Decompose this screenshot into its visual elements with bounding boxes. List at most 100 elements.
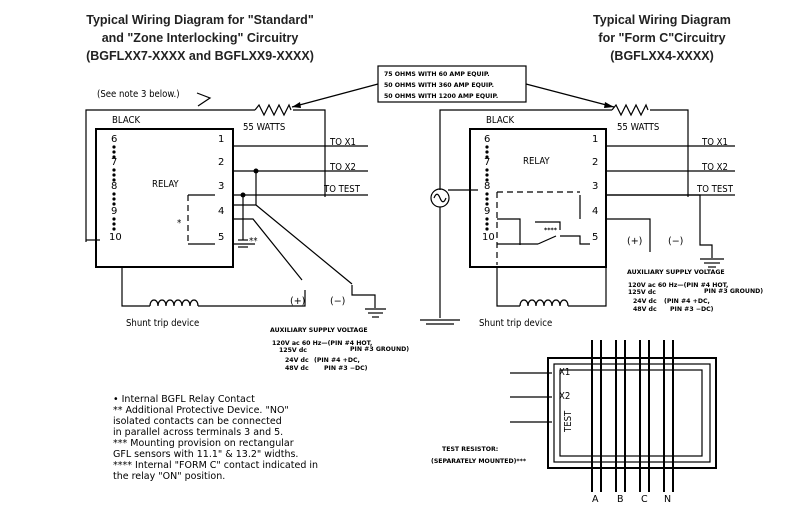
footnotes: • Internal BGFL Relay Contact ** Additio… — [113, 394, 318, 482]
right-aux-pin-2: (PIN #4 +DC, — [664, 298, 710, 305]
right-shunt-label: Shunt trip device — [479, 318, 552, 329]
phase-a-label: A — [592, 494, 599, 505]
left-diagram: (See note 3 below.) 55 WATTS BLACK RELAY… — [85, 89, 409, 372]
right-title-line-2: for "Form C"Circuitry — [598, 31, 725, 45]
left-title: Typical Wiring Diagram for "Standard" an… — [86, 13, 314, 63]
right-four-star-marker: **** — [544, 227, 558, 234]
right-aux-pin-1: PIN #3 GROUND) — [704, 288, 763, 295]
right-pin-10: 10 — [482, 232, 495, 243]
right-aux-line-4: 48V dc — [633, 306, 657, 313]
left-aux-pin-3: PIN #3 −DC) — [324, 365, 368, 372]
right-to-x1-label: TO X1 — [701, 137, 728, 148]
phase-b-label: B — [617, 494, 624, 505]
right-to-test-label: TO TEST — [696, 184, 734, 195]
left-aux-title: AUXILIARY SUPPLY VOLTAGE — [270, 327, 368, 334]
left-star-marker: * — [177, 218, 182, 229]
right-title-line-3: (BGFLXX4-XXXX) — [610, 49, 714, 63]
left-shunt-coil-icon — [149, 299, 199, 307]
phase-c-label: C — [641, 494, 648, 505]
note-7: **** Internal "FORM C" contact indicated… — [113, 460, 318, 471]
left-pin-3: 3 — [218, 181, 224, 192]
test-resistor-line-1: TEST RESISTOR: — [442, 446, 498, 453]
right-to-x2-label: TO X2 — [701, 162, 728, 173]
left-minus-label: (−) — [330, 296, 345, 307]
left-watts-label: 55 WATTS — [243, 122, 285, 133]
right-watts-label: 55 WATTS — [617, 122, 659, 133]
note-1: • Internal BGFL Relay Contact — [113, 394, 255, 405]
resistor-row-3: 50 OHMS WITH 1200 AMP EQUIP. — [384, 93, 498, 100]
right-pin-9: 9 — [484, 206, 490, 217]
left-shunt-label: Shunt trip device — [126, 318, 199, 329]
right-relay-box — [469, 128, 607, 268]
left-aux-line-4: 48V dc — [285, 365, 309, 372]
left-title-line-2: and "Zone Interlocking" Circuitry — [102, 31, 299, 45]
left-plus-label: (+) — [290, 296, 305, 307]
left-title-line-3: (BGFLXX7-XXXX and BGFLXX9-XXXX) — [86, 49, 314, 63]
right-pin-4: 4 — [592, 206, 598, 217]
left-pin-2: 2 — [218, 157, 224, 168]
right-pin-6: 6 — [484, 134, 490, 145]
left-resistor-icon — [254, 103, 292, 117]
left-to-x1-label: TO X1 — [329, 137, 356, 148]
right-shunt-coil-icon — [519, 299, 569, 307]
left-black-label: BLACK — [112, 115, 140, 126]
right-pin-8: 8 — [484, 181, 490, 192]
right-aux-pin-3: PIN #3 −DC) — [670, 306, 714, 313]
resistor-row-1: 75 OHMS WITH 60 AMP EQUIP. — [384, 71, 490, 78]
left-aux-pin-2: (PIN #4 +DC, — [314, 357, 360, 364]
right-plus-label: (+) — [627, 236, 642, 247]
right-pin-7: 7 — [484, 157, 490, 168]
left-relay-label: RELAY — [152, 179, 179, 190]
left-aux-pin-1: PIN #3 GROUND) — [350, 346, 409, 353]
test-resistor-line-2: (SEPARATELY MOUNTED)*** — [431, 458, 527, 465]
right-pin-5: 5 — [592, 232, 598, 243]
right-pin-1: 1 — [592, 134, 598, 145]
right-aux-line-3: 24V dc — [633, 298, 657, 305]
left-pin-10: 10 — [109, 232, 122, 243]
left-pin-dots — [112, 145, 116, 231]
left-relay-box — [95, 128, 234, 268]
resistor-value-table: 75 OHMS WITH 60 AMP EQUIP. 50 OHMS WITH … — [291, 65, 615, 108]
right-title: Typical Wiring Diagram for "Form C"Circu… — [593, 13, 731, 63]
left-pin-4: 4 — [218, 206, 224, 217]
left-pin-1: 1 — [218, 134, 224, 145]
right-pin-2: 2 — [592, 157, 598, 168]
note-3: isolated contacts can be connected — [113, 416, 282, 427]
right-title-line-1: Typical Wiring Diagram — [593, 13, 731, 27]
left-to-x2-label: TO X2 — [329, 162, 356, 173]
resistor-row-2: 50 OHMS WITH 360 AMP EQUIP. — [384, 82, 494, 89]
left-pin-9: 9 — [111, 206, 117, 217]
sensor-x2-label: X2 — [559, 391, 570, 402]
note-8: the relay "ON" position. — [113, 471, 225, 482]
phase-n-label: N — [664, 494, 671, 505]
right-resistor-icon — [611, 103, 649, 117]
note-5: *** Mounting provision on rectangular — [113, 438, 294, 449]
left-title-line-1: Typical Wiring Diagram for "Standard" — [86, 13, 314, 27]
gfl-sensor: X1 X2 TEST A B C N — [510, 340, 717, 505]
right-black-label: BLACK — [486, 115, 514, 126]
note-2: ** Additional Protective Device. "NO" — [113, 405, 289, 416]
note-6: GFL sensors with 11.1" & 13.2" widths. — [113, 449, 298, 460]
left-pin-6: 6 — [111, 134, 117, 145]
sensor-test-label: TEST — [563, 410, 574, 433]
right-minus-label: (−) — [668, 236, 683, 247]
right-diagram: 55 WATTS BLACK RELAY 6 7 8 9 10 1 2 3 4 … — [420, 103, 763, 329]
see-note-label: (See note 3 below.) — [97, 89, 180, 100]
left-pin-5: 5 — [218, 232, 224, 243]
left-double-star-marker: ** — [249, 236, 258, 247]
left-pin-7: 7 — [111, 157, 117, 168]
left-aux-line-2: 125V dc — [279, 347, 307, 354]
left-aux-line-3: 24V dc — [285, 357, 309, 364]
right-pin-3: 3 — [592, 181, 598, 192]
right-pin-dots — [485, 145, 489, 231]
right-aux-line-2: 125V dc — [628, 289, 656, 296]
left-aux-line-1: 120V ac 60 Hz—(PIN #4 HOT, — [272, 340, 372, 347]
note-4: in parallel across terminals 3 and 5. — [113, 427, 283, 438]
right-relay-label: RELAY — [523, 156, 550, 167]
right-aux-line-1: 120V ac 60 Hz—(PIN #4 HOT, — [628, 282, 728, 289]
right-aux-title: AUXILIARY SUPPLY VOLTAGE — [627, 269, 725, 276]
left-to-test-label: TO TEST — [323, 184, 361, 195]
left-pin-8: 8 — [111, 181, 117, 192]
sensor-x1-label: X1 — [559, 367, 570, 378]
